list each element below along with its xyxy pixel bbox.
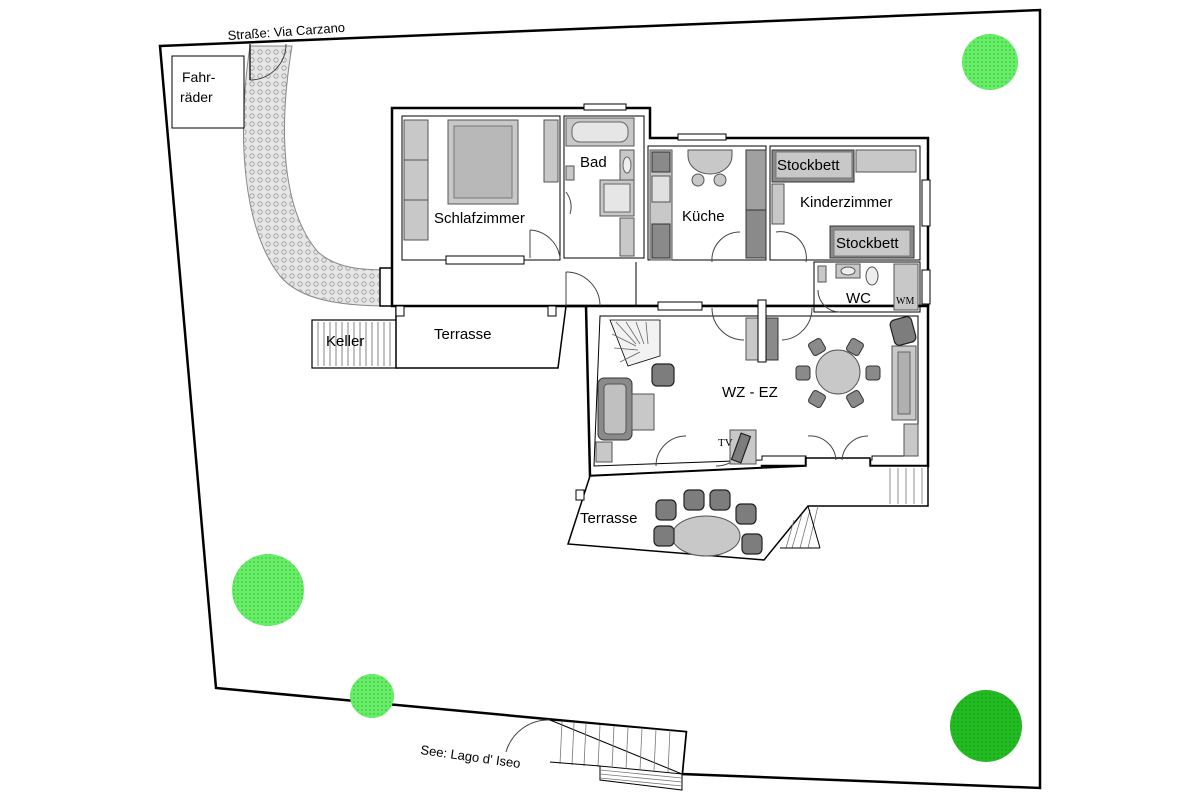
terrace-upper-label: Terrasse (434, 326, 492, 343)
terrace-chair-6 (741, 533, 763, 555)
kitchen-chair-1 (691, 173, 705, 187)
bunk-bed-bottom-label: Stockbett (836, 235, 899, 252)
tree-top-right-texture (962, 34, 1018, 90)
kitchen-oven (651, 223, 671, 259)
bath-cabinet (619, 217, 635, 257)
coffee-table (631, 393, 655, 431)
lake-stairs (549, 719, 687, 791)
terrace-chair-2 (655, 499, 677, 521)
wall-marker-1 (395, 305, 405, 317)
tree-small-texture (350, 674, 394, 718)
lake-label: See: Lago d' Iseo (420, 742, 522, 771)
sofa-left-cushion (603, 383, 627, 435)
bathtub-inner (571, 121, 629, 143)
terrace-step-edge (807, 505, 821, 549)
lake-stair-arc (505, 719, 551, 753)
kids-shelf-left (771, 183, 785, 225)
kitchen-fridge-2 (745, 149, 767, 211)
terrace-chair-5 (735, 503, 757, 525)
bike-shed (171, 55, 245, 129)
wardrobe-left (403, 119, 429, 241)
dining-chair-1 (808, 338, 826, 356)
cellar-stairs-treads (317, 322, 391, 366)
dining-chair-3 (865, 365, 881, 381)
tv-screen (730, 432, 752, 464)
cellar-label: Keller (326, 333, 364, 350)
shower-tray-inner (603, 183, 631, 213)
tree-left-texture (232, 554, 304, 626)
sideboard-right-inner (897, 351, 911, 415)
terrace-chair-3 (683, 489, 705, 511)
kitchen-label: Küche (682, 208, 725, 225)
living-dining-label: WZ - EZ (722, 384, 778, 401)
wall-marker-3 (575, 489, 585, 501)
terrace-chair-1 (653, 525, 675, 547)
bath-toilet (565, 165, 575, 181)
kitchen-sink (651, 175, 671, 203)
dining-chair-2 (846, 338, 864, 356)
room-divider-post (757, 299, 767, 363)
kids-shelf (855, 149, 917, 173)
wc-bowl (840, 266, 856, 276)
wall-marker-2 (547, 305, 557, 317)
bikes-label-line1: Fahr- (182, 69, 216, 85)
lake-stairs-treads (559, 721, 683, 787)
washing-machine (893, 263, 919, 311)
terrace-lower-label: Terrasse (580, 510, 638, 527)
wc-label: WC (846, 290, 871, 307)
kitchen-stove (651, 151, 671, 173)
bikes-label-line2: räder (180, 89, 213, 105)
side-table-left (595, 441, 613, 463)
lake-stair-bottom (549, 761, 601, 767)
wc-cabinet (817, 265, 827, 283)
bedside-right (543, 119, 559, 183)
tv-label: TV (718, 437, 733, 449)
armchair-right (889, 316, 917, 346)
washbasin-bowl (622, 156, 632, 174)
dining-chair-6 (795, 365, 811, 381)
dining-table (815, 349, 861, 395)
street-gate (249, 43, 287, 81)
spiral-staircase (609, 319, 661, 367)
washing-machine-label: WM (896, 296, 914, 307)
bed-mattress (453, 125, 513, 199)
terrace-chair-4 (709, 489, 731, 511)
bunk-bed-top-label: Stockbett (777, 157, 840, 174)
terrace-table (671, 515, 741, 557)
cabinet-right-bottom (903, 423, 919, 457)
kids-room-label: Kinderzimmer (800, 194, 893, 211)
terrace-steps-right (785, 468, 923, 549)
bedroom-label: Schlafzimmer (434, 210, 525, 227)
dining-chair-4 (846, 390, 864, 408)
tree-bottom-right-texture (950, 690, 1022, 762)
dining-chair-5 (808, 390, 826, 408)
windows (445, 103, 931, 311)
bunk-bed-bottom-mattress (833, 229, 911, 257)
bunk-bed-top-mattress (775, 151, 853, 179)
doors (529, 191, 869, 467)
kitchen-chair-2 (713, 173, 727, 187)
bathroom-label: Bad (580, 154, 607, 171)
wc-toilet (865, 266, 879, 286)
armchair-left (651, 363, 675, 387)
kitchen-table (687, 149, 733, 175)
